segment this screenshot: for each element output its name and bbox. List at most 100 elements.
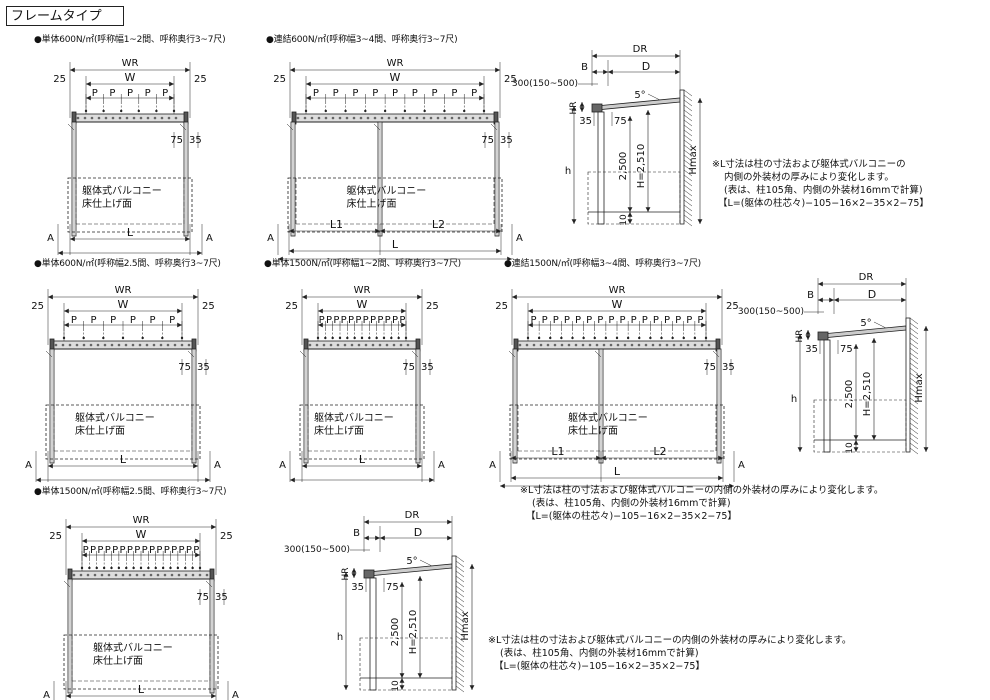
brace-line [373, 123, 381, 131]
offset-label: 300(150~500) [738, 307, 804, 317]
wall-hatch [683, 169, 693, 177]
rafter-mark [560, 336, 563, 340]
pitch-label: P [127, 88, 133, 99]
beam-hole [392, 343, 396, 347]
rafter-mark [383, 109, 387, 113]
dimension-arrow [528, 308, 533, 314]
w-label: W [357, 298, 368, 311]
beam-hole [665, 343, 669, 347]
dimension-arrow [351, 568, 357, 573]
dimension-arrow [399, 673, 405, 678]
dimension-arrow [401, 322, 406, 328]
dimension-arrow [70, 67, 75, 73]
wall-hatch [683, 129, 693, 137]
post-section [369, 577, 377, 691]
balcony-label: 躯体式バルコニー [568, 411, 648, 424]
dimension-arrow [351, 573, 357, 578]
angle-leader [419, 559, 433, 567]
wall-hatch [455, 610, 465, 618]
beam-hole [153, 116, 157, 120]
rafter-mark [88, 566, 91, 570]
rafter-mark [95, 566, 98, 570]
wall-hatch [683, 199, 693, 207]
rafter-mark [139, 566, 143, 570]
beam-hole [637, 343, 641, 347]
balcony-outline [63, 634, 219, 690]
pitch-label: P [564, 315, 570, 326]
pitch-label: P [355, 315, 361, 326]
page-title: フレームタイプ [6, 6, 124, 26]
note-line: 【L=(躯体の柱芯々)−105−16×2−35×2−75】 [494, 661, 705, 672]
rafter-mark [671, 336, 674, 340]
wall-hatch [455, 580, 465, 588]
beam-hole [408, 116, 412, 120]
wall-hatch [683, 194, 693, 202]
beam-hole [406, 343, 410, 347]
dimension-arrow [512, 294, 517, 300]
margin-label: 25 [194, 74, 207, 85]
rafter-mark [704, 336, 708, 340]
beam-hole [68, 343, 72, 347]
dim-75-label: 75 [170, 135, 183, 146]
dimension-arrow [592, 69, 597, 75]
rafter-mark [397, 336, 400, 340]
wall-hatch [909, 407, 919, 415]
beam-hole [166, 343, 170, 347]
d-label: D [868, 288, 876, 301]
pitch-label: P [83, 545, 89, 556]
wall-hatch [909, 422, 919, 430]
beam-hole [191, 573, 195, 577]
brace-line [712, 350, 720, 358]
beam-hole [111, 116, 115, 120]
rafter-mark [344, 109, 347, 113]
beam-hole [104, 116, 108, 120]
wall-hatch [683, 149, 693, 157]
wr-label: WR [354, 285, 371, 296]
beam-hole [121, 573, 125, 577]
wall-hatch [683, 109, 693, 117]
beam-hole [609, 343, 613, 347]
pitch-label: P [326, 315, 332, 326]
dimension-arrow [290, 67, 295, 73]
dimension-arrow [177, 322, 182, 328]
dimension-arrow [579, 107, 585, 112]
pitch-label: P [193, 545, 199, 556]
dr-label: DR [859, 272, 874, 283]
beam-hole [443, 116, 447, 120]
dimension-arrow [701, 308, 706, 314]
beam-hole [364, 343, 368, 347]
wall-hatch [909, 352, 919, 360]
dimension-arrow [290, 477, 295, 483]
a-label: A [25, 460, 32, 471]
wall-hatch [683, 99, 693, 107]
w-label: W [125, 71, 136, 84]
beam-hole [471, 116, 475, 120]
beam-hole [429, 116, 433, 120]
dimension-arrow [318, 308, 323, 314]
a-label: A [738, 460, 745, 471]
beam-hole [385, 343, 389, 347]
dimension-arrow [853, 344, 859, 349]
dimension-arrow [479, 95, 484, 101]
dimension-arrow [627, 207, 633, 212]
pitch-label: P [412, 88, 418, 99]
balcony-outline [45, 404, 201, 460]
l-dimension-note: ※L寸法は柱の寸法および躯体式バルコニーの内側の外装材の厚みにより変化します。 … [520, 484, 883, 523]
dimension-arrow [853, 440, 859, 445]
beam-hole [317, 116, 321, 120]
beam-hole [679, 343, 683, 347]
margin-label: 25 [53, 74, 66, 85]
beam-hole [343, 343, 347, 347]
rafter-mark [604, 336, 608, 340]
wall-hatch [909, 362, 919, 370]
margin-label: 25 [726, 301, 739, 312]
dimension-arrow [48, 463, 53, 469]
beam-hole [170, 573, 174, 577]
dimension-arrow [417, 673, 423, 678]
beam-hole [72, 573, 76, 577]
h-label: h [791, 394, 797, 405]
w-label: W [390, 71, 401, 84]
pitch-label: P [542, 315, 548, 326]
rafter-mark [316, 336, 320, 340]
dimension-arrow [399, 685, 405, 690]
